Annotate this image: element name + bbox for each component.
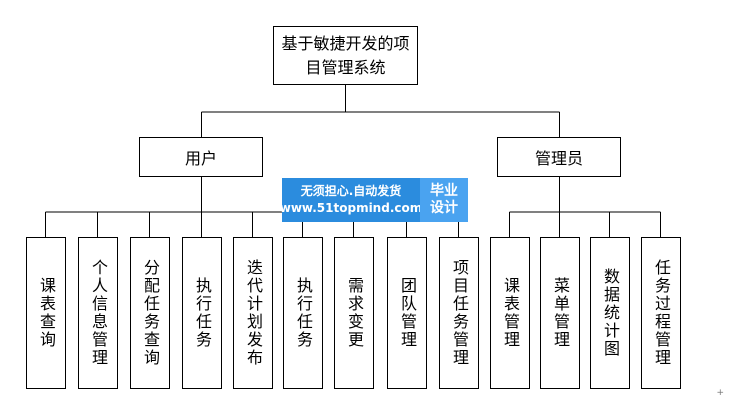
leaf-node: 菜单管理 [540,237,580,389]
leaf-node: 个人信息管理 [78,237,118,389]
watermark-url: www.51topmind.com [279,201,423,215]
watermark-tag: 毕业 设计 [420,178,468,222]
leaf-node: 分配任务查询 [130,237,170,389]
watermark-badge: 无须担心.自动发货 www.51topmind.com 毕业 设计 [279,178,468,222]
leaf-node: 执行任务 [283,237,323,389]
leaf-node: 课表管理 [490,237,530,389]
watermark-tag-line1: 毕业 [430,183,458,199]
watermark-text-block: 无须担心.自动发货 www.51topmind.com [279,178,423,222]
leaf-node: 任务过程管理 [641,237,681,389]
leaf-node: 迭代计划发布 [233,237,273,389]
root-node: 基于敏捷开发的项目管理系统 [273,26,418,85]
leaf-node: 执行任务 [182,237,222,389]
leaf-node: 数据统计图 [590,237,630,389]
corner-mark: + [716,388,724,398]
leaf-node: 课表查询 [26,237,66,389]
branch-node-user: 用户 [139,137,263,177]
watermark-tag-line2: 设计 [430,200,458,216]
leaf-node: 项目任务管理 [439,237,479,389]
leaf-node: 需求变更 [334,237,374,389]
branch-node-admin: 管理员 [497,137,621,177]
watermark-line1: 无须担心.自动发货 [300,184,402,198]
leaf-node: 团队管理 [387,237,427,389]
